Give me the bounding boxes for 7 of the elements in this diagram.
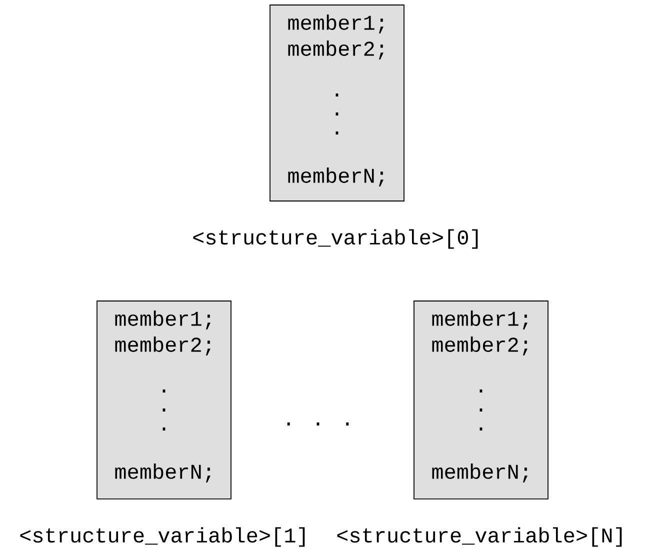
node-label: <structure_variable>[1] — [20, 527, 305, 547]
struct-box: member1; member2; . . . memberN; — [270, 4, 404, 202]
ellipsis: . . . — [287, 422, 349, 426]
struct-box: member1; member2; . . . memberN; — [414, 300, 548, 500]
struct-box: member1; member2; . . . memberN; — [96, 300, 232, 500]
node-label: <structure_variable>[N] — [337, 527, 622, 547]
node-label: <structure_variable>[0] — [193, 229, 478, 249]
